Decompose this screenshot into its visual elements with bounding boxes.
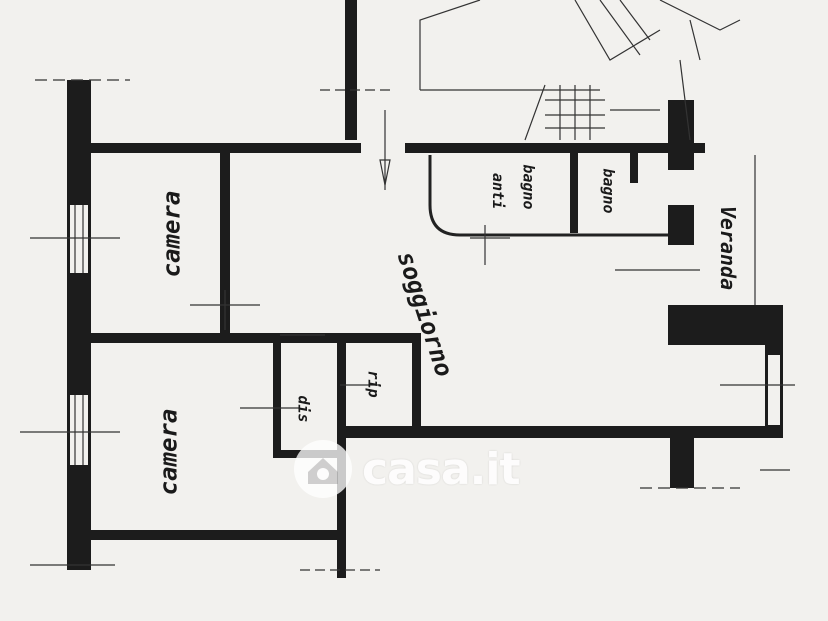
wall-bedroom-divider [220,153,230,333]
wall-between-bedrooms [91,333,421,343]
wall-storage-top [337,333,421,343]
wall-pillar-bottom [670,426,694,488]
room-label-camera-bottom: camera [154,408,183,496]
casa-it-logo-icon [294,440,352,498]
wall-bathroom-curve [428,155,668,237]
wall-bathroom-divider-1 [570,153,578,233]
wall-right-veranda [668,100,694,170]
room-label-anti-bagno: bagno [519,164,538,210]
wall-right-mid [668,205,694,245]
wall-storage-right [412,333,421,433]
room-label-dis: dis [294,395,313,423]
staircase-top [419,0,661,91]
wall-top [91,143,361,153]
room-label-rip: rip [364,370,383,398]
wall-soggiorno-bottom [346,426,781,438]
wall-veranda-bottom [668,305,783,345]
room-label-veranda: Veranda [716,205,741,291]
wall-top-column [345,0,357,140]
wall-top-right [405,143,705,153]
room-label-anti: anti [489,172,508,210]
wall-left-exterior [67,80,91,570]
room-label-bagno: bagno [599,168,618,214]
window-left-2 [70,395,88,465]
entrance-arrow [379,159,391,186]
room-label-camera-top: camera [157,190,186,278]
window-left-1 [70,205,88,273]
wall-bottom [91,530,341,540]
watermark-brand: casa.it [362,443,520,495]
wall-corridor-left [273,343,281,458]
watermark: casa.it [292,438,520,500]
wall-bathroom-divider-2 [630,153,638,183]
